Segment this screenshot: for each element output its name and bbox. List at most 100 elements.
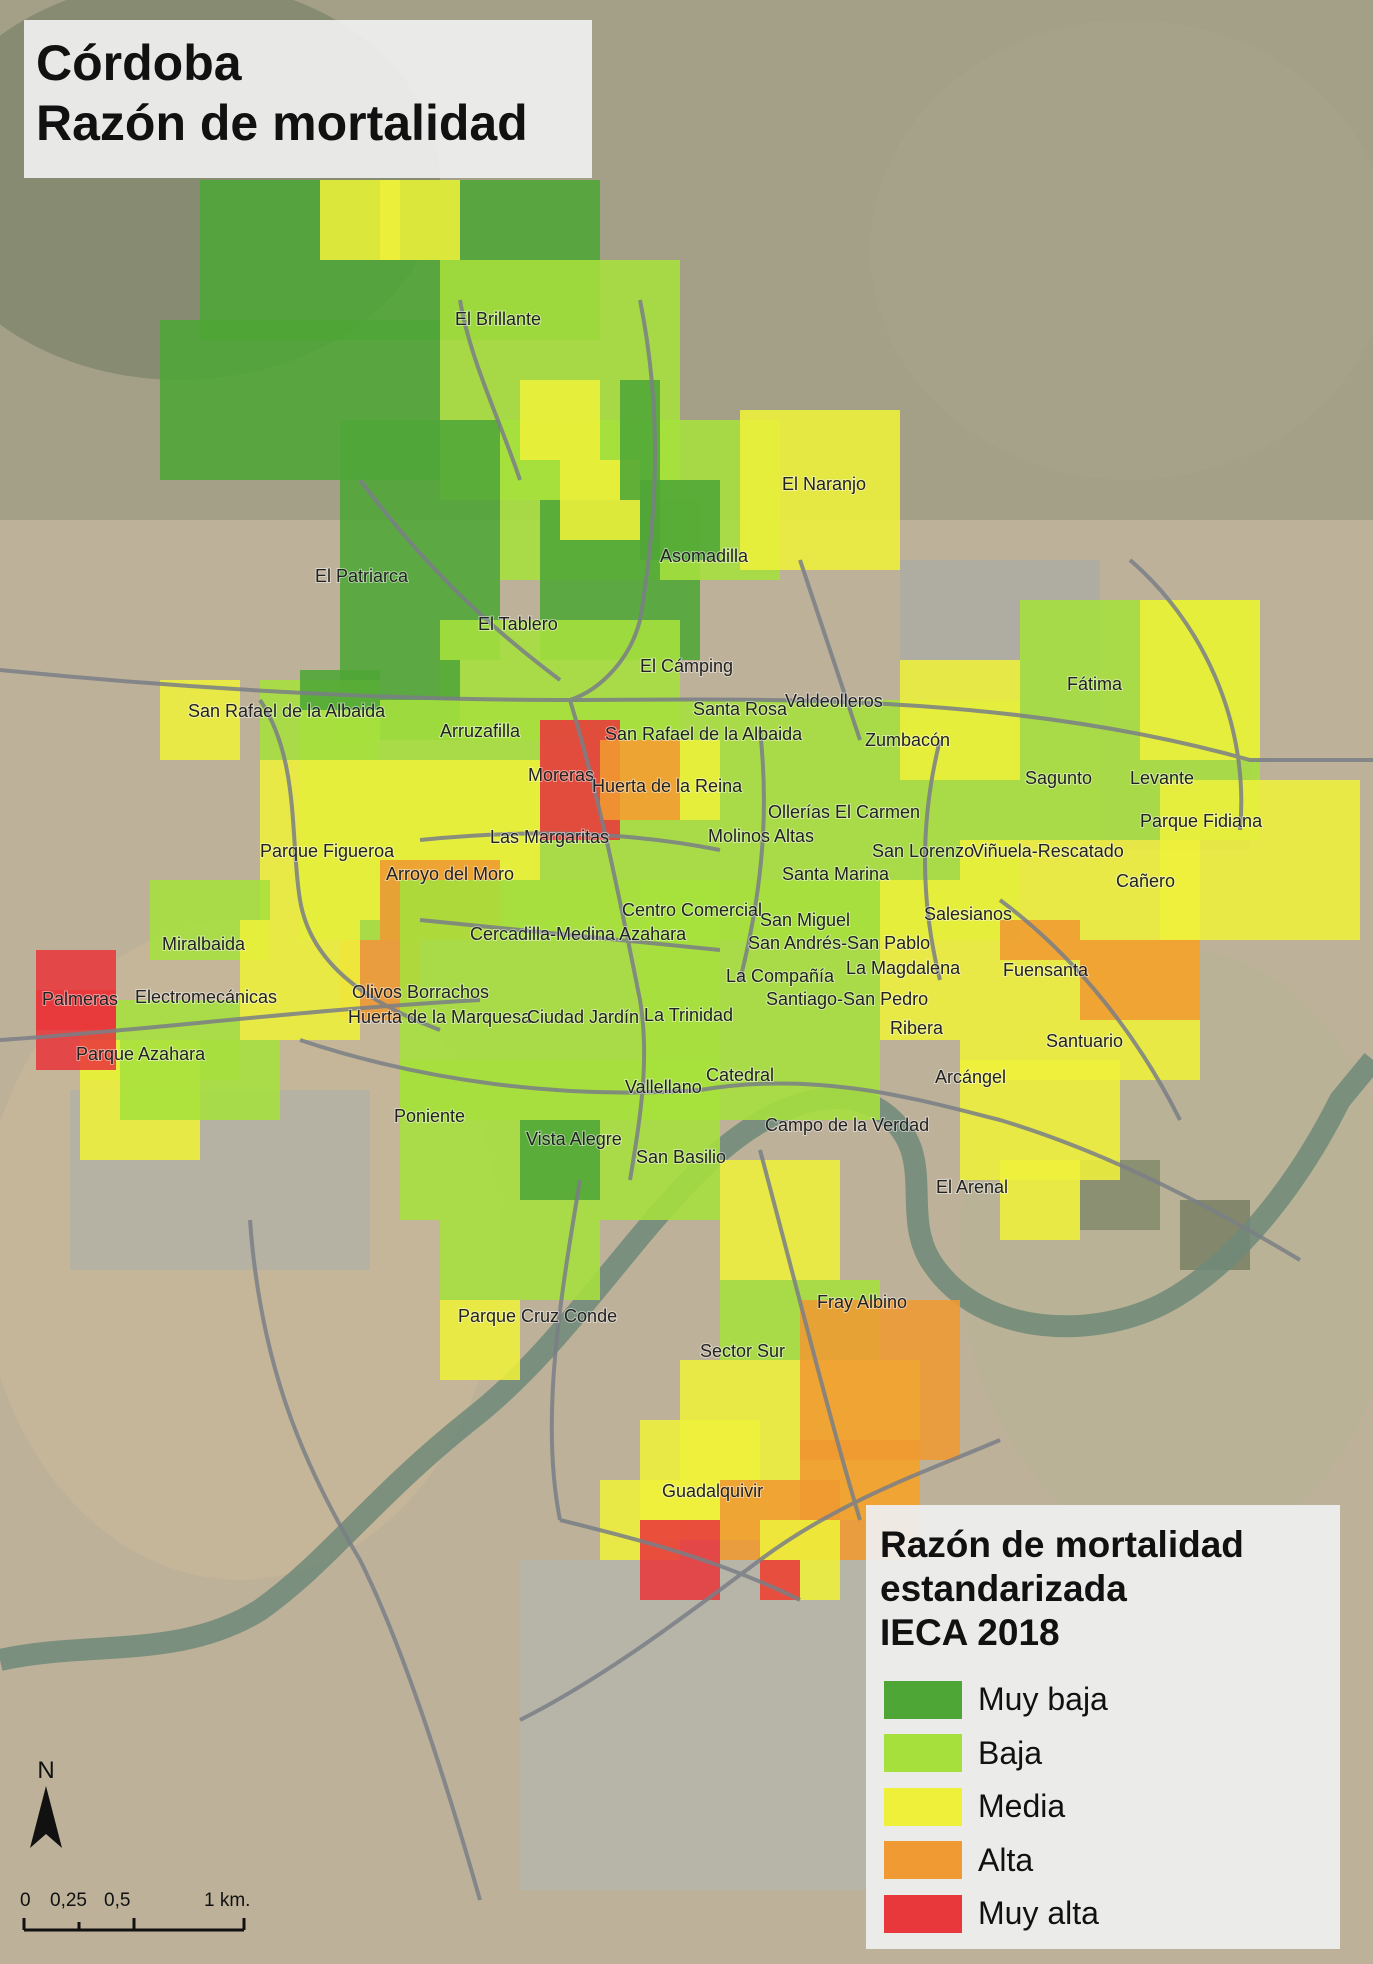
mortality-cell <box>440 1300 480 1340</box>
mortality-cell <box>400 360 440 400</box>
mortality-cell <box>480 1140 520 1180</box>
mortality-cell <box>880 1300 920 1340</box>
mortality-cell <box>1280 860 1320 900</box>
mortality-cell <box>640 1140 680 1180</box>
mortality-cell <box>740 530 780 570</box>
mortality-cell <box>1020 640 1060 680</box>
north-arrow-icon <box>30 1786 62 1848</box>
mortality-cell <box>1240 780 1280 820</box>
neighborhood-label: Poniente <box>394 1106 465 1126</box>
neighborhood-label: Parque Azahara <box>76 1044 206 1064</box>
mortality-cell <box>120 1120 160 1160</box>
mortality-cell <box>400 960 440 1000</box>
mortality-cell <box>380 420 420 460</box>
neighborhood-label: San Rafael de la Albaida <box>188 701 386 721</box>
neighborhood-label: San Rafael de la Albaida <box>605 724 803 744</box>
mortality-cell <box>460 460 500 500</box>
mortality-cell <box>500 760 540 800</box>
mortality-cell <box>900 780 940 820</box>
neighborhood-label: Electromecánicas <box>135 987 277 1007</box>
scale-bar: 0 0,25 0,5 1 km. <box>20 1890 250 1932</box>
mortality-cell <box>720 1040 760 1080</box>
mortality-cell <box>520 340 560 380</box>
mortality-cell <box>860 450 900 490</box>
neighborhood-label: Las Margaritas <box>490 827 609 847</box>
neighborhood-label: Santa Marina <box>782 864 890 884</box>
mortality-cell <box>1240 900 1280 940</box>
mortality-cell <box>120 1080 160 1120</box>
neighborhood-label: Ciudad Jardín <box>527 1007 639 1027</box>
mortality-cell <box>1160 900 1200 940</box>
neighborhood-label: Viñuela-Rescatado <box>972 841 1124 861</box>
mortality-cell <box>860 820 900 860</box>
neighborhood-label: Parque Cruz Conde <box>458 1306 617 1326</box>
mortality-cell <box>1040 1200 1080 1240</box>
mortality-cell <box>1020 800 1060 840</box>
mortality-cell <box>480 340 520 380</box>
neighborhood-label: Sagunto <box>1025 768 1092 788</box>
mortality-cell <box>940 740 980 780</box>
mortality-cell <box>600 1180 640 1220</box>
mortality-cell <box>440 960 480 1000</box>
neighborhood-label: San Andrés-San Pablo <box>748 933 930 953</box>
mortality-cell <box>720 1160 760 1200</box>
mortality-cell <box>920 1340 960 1380</box>
mortality-cell <box>960 880 1000 920</box>
mortality-cell <box>340 580 380 620</box>
mortality-cell <box>880 1380 920 1420</box>
mortality-cell <box>800 1200 840 1240</box>
neighborhood-label: Parque Fidiana <box>1140 811 1263 831</box>
mortality-cell <box>680 880 720 920</box>
mortality-cell <box>1200 780 1240 820</box>
mortality-cell <box>860 410 900 450</box>
north-label: N <box>37 1757 54 1784</box>
mortality-cell <box>960 1060 1000 1100</box>
neighborhood-label: Arcángel <box>935 1067 1006 1087</box>
mortality-cell <box>680 1180 720 1220</box>
mortality-cell <box>480 1060 520 1100</box>
mortality-cell <box>280 220 320 260</box>
mortality-cell <box>880 1440 920 1480</box>
mortality-cell <box>1180 720 1220 760</box>
neighborhood-label: El Cámping <box>640 656 733 676</box>
mortality-cell <box>580 540 620 580</box>
mortality-cell <box>380 500 420 540</box>
mortality-cell <box>480 1100 520 1140</box>
neighborhood-label: Vallellano <box>625 1077 702 1097</box>
mortality-cell <box>1080 1100 1120 1140</box>
north-arrow: N <box>30 1757 62 1848</box>
mortality-cell <box>860 740 900 780</box>
mortality-cell <box>800 1000 840 1040</box>
neighborhood-label: Molinos Altas <box>708 826 814 846</box>
mortality-cell <box>200 400 240 440</box>
mortality-cell <box>600 1000 640 1040</box>
mortality-cell <box>380 620 420 660</box>
mortality-cell <box>1080 1140 1120 1180</box>
mortality-cell <box>240 400 280 440</box>
mortality-cell <box>480 1340 520 1380</box>
legend-title: Razón de mortalidad estandarizada IECA 2… <box>880 1523 1330 1655</box>
neighborhood-label: Levante <box>1130 768 1194 788</box>
mortality-cell <box>800 1240 840 1280</box>
mortality-cell <box>900 660 940 700</box>
mortality-cell <box>420 420 460 460</box>
mortality-cell <box>480 180 520 220</box>
mortality-cell <box>400 1060 440 1100</box>
mortality-cell <box>480 260 520 300</box>
mortality-cell <box>380 760 420 800</box>
mortality-cell <box>680 740 720 780</box>
mortality-cell <box>420 700 460 740</box>
mortality-cell <box>1020 600 1060 640</box>
mortality-cell <box>760 1360 800 1400</box>
neighborhood-label: Zumbacón <box>865 730 950 750</box>
legend-label: Alta <box>978 1841 1034 1878</box>
mortality-cell <box>240 360 280 400</box>
mortality-cell <box>1140 680 1180 720</box>
mortality-cell <box>360 360 400 400</box>
mortality-cell <box>680 1140 720 1180</box>
mortality-cell <box>680 480 720 520</box>
mortality-cell <box>260 760 300 800</box>
mortality-cell <box>640 1480 680 1520</box>
